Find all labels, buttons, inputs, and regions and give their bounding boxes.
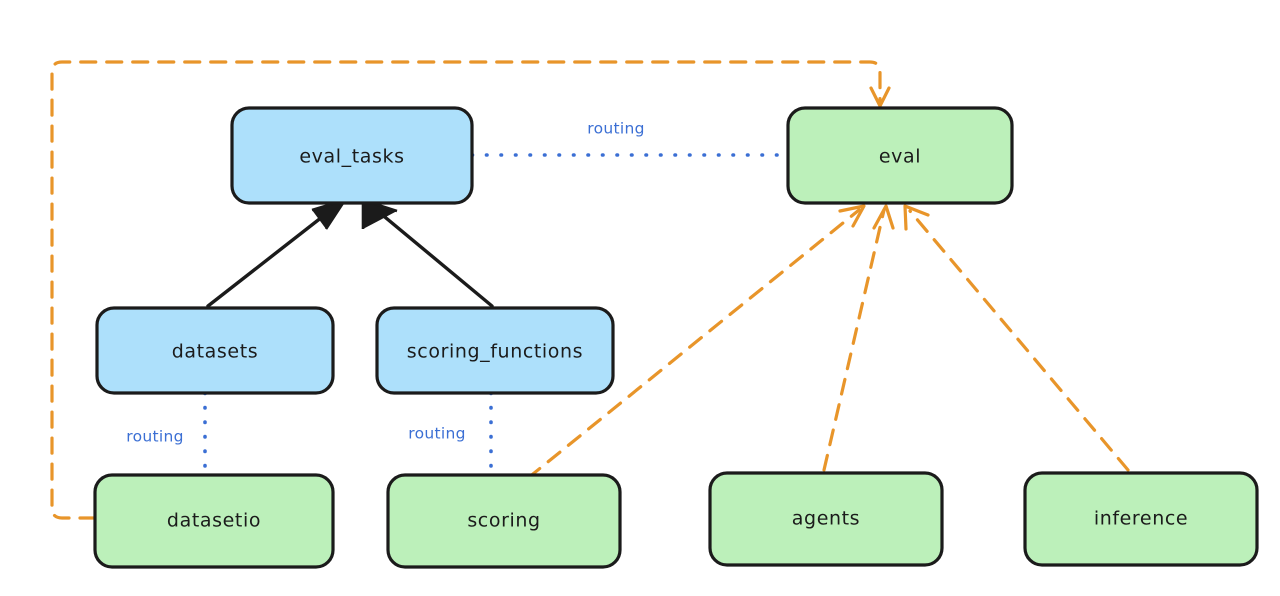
node-inference[interactable]: inference (1023, 471, 1259, 567)
node-shape[interactable] (708, 471, 944, 567)
node-eval[interactable]: eval (786, 106, 1014, 205)
node-label: agents (792, 508, 860, 530)
node-label: eval_tasks (299, 146, 404, 168)
node-datasets[interactable]: datasets (95, 306, 335, 395)
arrowhead (903, 204, 930, 231)
edge-datasets-datasetio: routing (126, 391, 207, 477)
node-shape[interactable] (1023, 471, 1259, 567)
edge-agents-eval (822, 204, 895, 472)
arrowhead (838, 204, 866, 228)
node-eval_tasks[interactable]: eval_tasks (230, 106, 474, 205)
edge-datasets-eval_tasks (206, 198, 347, 308)
node-scoring[interactable]: scoring (386, 473, 622, 569)
node-shape[interactable] (386, 473, 622, 569)
edge-eval_tasks-eval: routing (470, 120, 790, 157)
edge-inference-eval (903, 204, 1130, 472)
arrowhead (872, 204, 895, 230)
node-label: eval (879, 146, 921, 168)
edge-path (366, 201, 494, 308)
edge-layer: routing routing routing (50, 60, 1130, 520)
edge-path (908, 209, 1130, 472)
edge-datasetio-eval (50, 60, 891, 520)
edge-label-routing-datasetio: routing (126, 428, 184, 446)
node-agents[interactable]: agents (708, 471, 944, 567)
node-shape[interactable] (95, 306, 335, 395)
edge-scoring_functions-eval_tasks (361, 198, 494, 308)
edge-label-routing-eval: routing (587, 120, 645, 138)
node-label: inference (1094, 508, 1188, 530)
node-label: datasetio (167, 510, 261, 532)
node-shape[interactable] (230, 106, 474, 205)
node-scoring_functions[interactable]: scoring_functions (375, 306, 615, 395)
edge-path (50, 60, 882, 520)
node-label: datasets (172, 341, 259, 363)
node-shape[interactable] (93, 473, 335, 569)
arrowhead (869, 86, 891, 108)
node-datasetio[interactable]: datasetio (93, 473, 335, 569)
node-label: scoring (467, 510, 540, 532)
node-shape[interactable] (786, 106, 1014, 205)
edge-label-routing-scoring: routing (408, 425, 466, 443)
node-layer: eval_tasks eval datasets scoring_functio… (93, 106, 1259, 569)
edge-path (526, 208, 861, 480)
edge-path (206, 201, 342, 308)
node-shape[interactable] (375, 306, 615, 395)
edge-scoring_functions-scoring: routing (408, 391, 493, 477)
edge-path (822, 208, 886, 472)
node-label: scoring_functions (407, 341, 583, 363)
edge-scoring-eval (526, 204, 866, 480)
